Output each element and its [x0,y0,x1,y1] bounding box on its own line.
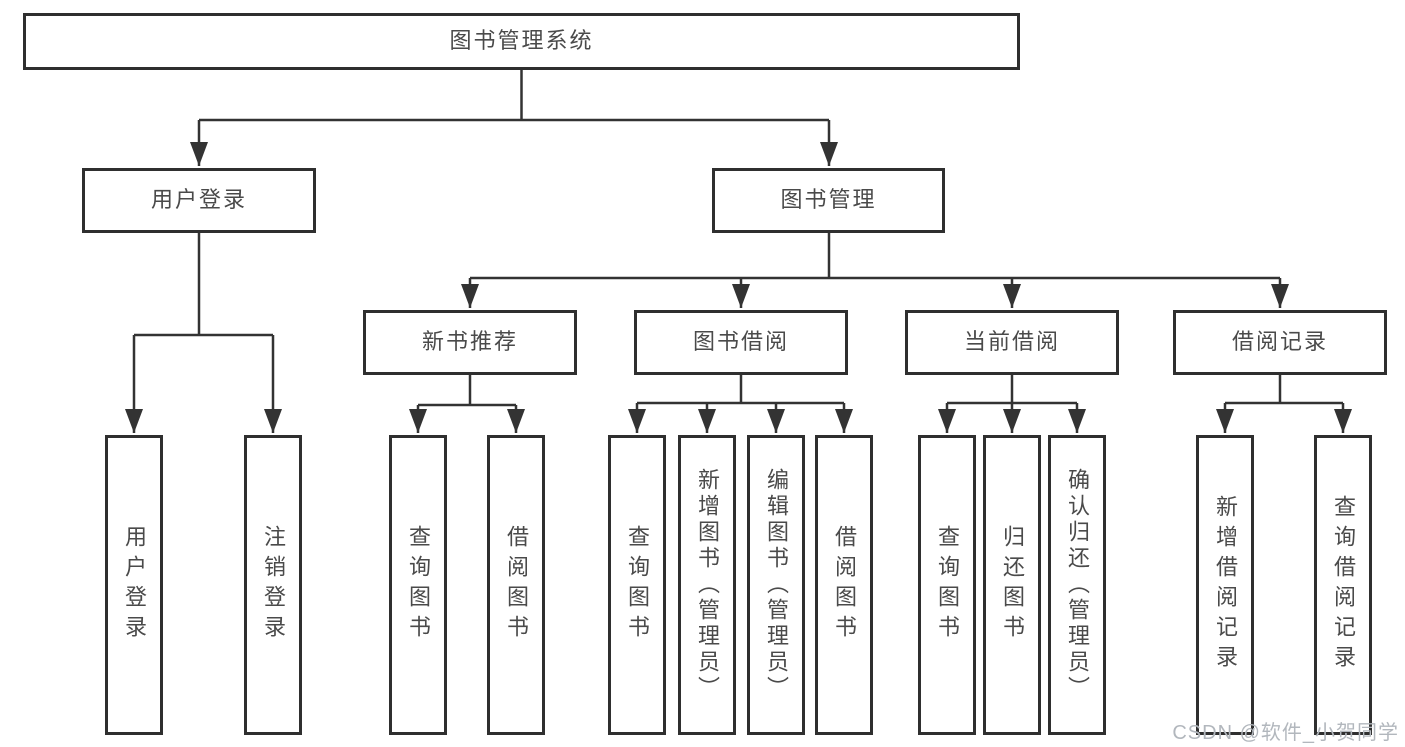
leaf-edit-books-admin: 编辑图书（管理员） [747,435,805,735]
leaf-add-books-admin: 新增图书（管理员） [678,435,736,735]
csdn-watermark: CSDN @软件_小贺同学 [1172,722,1399,744]
tree-edges [125,70,1352,433]
leaf-borrow-books-borrowing: 借阅图书 [815,435,873,735]
leaf-query-books-borrowing: 查询图书 [608,435,666,735]
leaf-borrow-books-recommend: 借阅图书 [487,435,545,735]
leaf-confirm-return-admin: 确认归还（管理员） [1048,435,1106,735]
node-root-system: 图书管理系统 [23,13,1020,70]
node-book-borrowing: 图书借阅 [634,310,848,375]
leaf-logout: 注销登录 [244,435,302,735]
node-book-management: 图书管理 [712,168,945,233]
leaf-add-borrow-record: 新增借阅记录 [1196,435,1254,735]
node-user-login: 用户登录 [82,168,316,233]
node-borrowing-records: 借阅记录 [1173,310,1387,375]
node-new-book-recommend: 新书推荐 [363,310,577,375]
leaf-query-borrow-record: 查询借阅记录 [1314,435,1372,735]
leaf-query-books-recommend: 查询图书 [389,435,447,735]
leaf-return-books: 归还图书 [983,435,1041,735]
leaf-query-books-current: 查询图书 [918,435,976,735]
node-current-borrowing: 当前借阅 [905,310,1119,375]
leaf-user-login: 用户登录 [105,435,163,735]
